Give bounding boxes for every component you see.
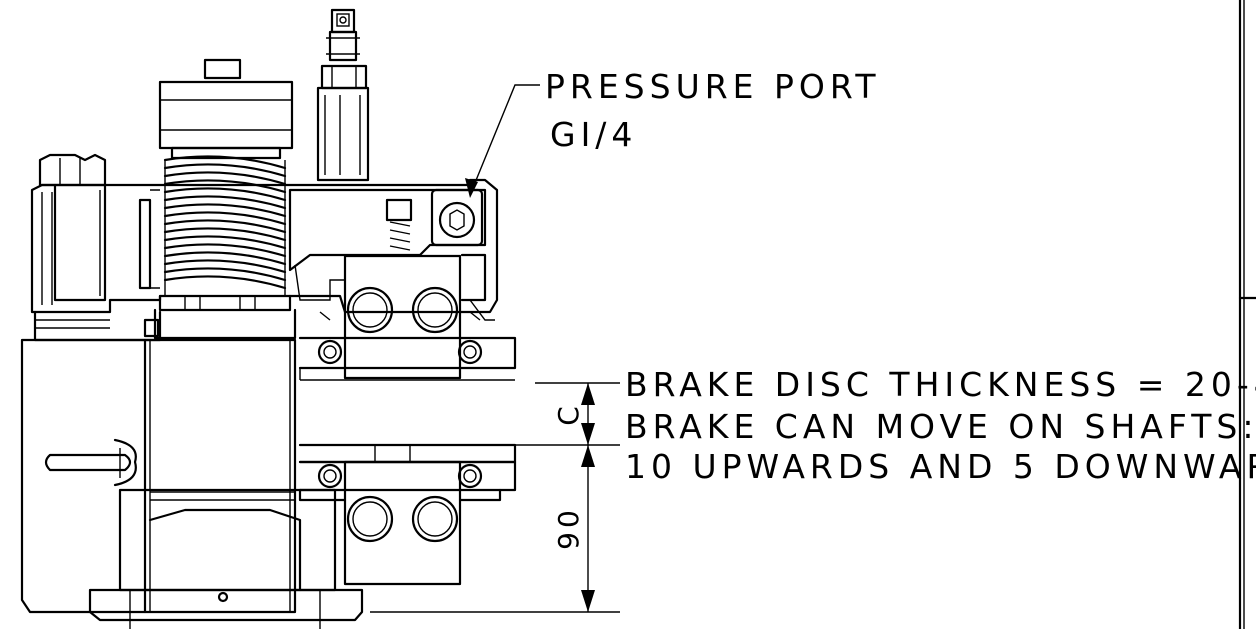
- pressure-port-label: PRESSURE PORT: [545, 67, 881, 106]
- gap-dimension-label: C: [552, 402, 585, 426]
- small-spring: [385, 198, 413, 251]
- upper-pad-block: [298, 254, 517, 381]
- brake-movement-detail-note: 10 UPWARDS AND 5 DOWNWARDS: [625, 447, 1256, 486]
- dimension-lines: [370, 382, 620, 613]
- spring-assembly: [153, 58, 297, 340]
- dim-arrow-c-bottom: [581, 423, 595, 445]
- pressure-port-leader: [465, 84, 540, 198]
- drawing-frame: [1238, 0, 1256, 629]
- brake-movement-note: BRAKE CAN MOVE ON SHAFTS:: [625, 407, 1256, 446]
- pressure-fitting: [316, 8, 370, 182]
- pressure-port-plug: [430, 188, 484, 247]
- dim-arrow-90-bottom: [581, 590, 595, 612]
- lower-body: [20, 338, 297, 614]
- height-dimension-label: 90: [552, 506, 585, 550]
- dim-arrow-90-top: [581, 445, 595, 467]
- upper-brake-housing: [30, 153, 499, 342]
- brake-disc-thickness-note: BRAKE DISC THICKNESS = 20-40: [625, 365, 1256, 404]
- dim-arrow-c-top: [581, 383, 595, 405]
- port-thread-label: GI/4: [550, 115, 637, 154]
- base-flange: [88, 488, 364, 629]
- spring-coils: [163, 155, 287, 295]
- lower-pad-block: [298, 443, 517, 586]
